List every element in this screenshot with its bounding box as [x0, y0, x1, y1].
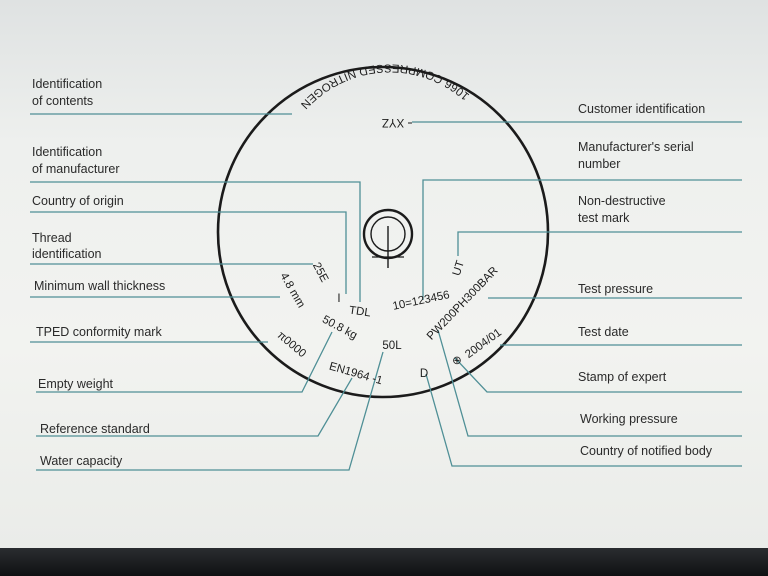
marking-capacity: 50L — [382, 340, 402, 352]
label-thread-identification: Thread identification — [32, 231, 102, 261]
label-reference-standard: Reference standard — [40, 422, 150, 436]
label-identification-contents: Identification of contents — [32, 77, 106, 108]
label-working-pressure: Working pressure — [580, 412, 678, 426]
cylinder-marking-diagram: Identification of contents Identificatio… — [30, 61, 742, 471]
leader-country-origin — [30, 211, 347, 294]
leader-lines — [30, 113, 742, 471]
marking-manufacturer: TDL — [348, 305, 372, 320]
label-tped-mark: TPED conformity mark — [36, 325, 162, 339]
leader-stamp-expert — [454, 357, 742, 393]
monitor-bezel — [0, 548, 768, 576]
marking-standard: EN1964 -1 — [328, 361, 384, 388]
leader-identification-manufacturer — [30, 181, 361, 302]
marking-weight: 50.8 kg — [320, 314, 359, 342]
label-country-origin: Country of origin — [32, 194, 124, 208]
label-test-pressure: Test pressure — [578, 282, 653, 296]
label-empty-weight: Empty weight — [38, 377, 114, 391]
marking-tped: π0000 — [275, 329, 308, 360]
marking-ndt: UT — [451, 259, 467, 277]
marking-contents: 1066 COMPRESSED NITROGEN — [298, 61, 472, 111]
leader-empty-weight — [36, 331, 333, 393]
valve-opening — [362, 208, 414, 268]
label-customer-identification: Customer identification — [578, 102, 705, 116]
leader-country-notified-body — [425, 373, 742, 467]
left-labels: Identification of contents Identificatio… — [32, 77, 165, 468]
leader-reference-standard — [36, 377, 353, 437]
leader-ndt-mark — [457, 231, 742, 256]
marking-stamp: ⊕ — [452, 355, 462, 367]
marking-date: 2004/01 — [463, 327, 504, 361]
label-serial-number: Manufacturer's serial number — [578, 140, 697, 171]
label-wall-thickness: Minimum wall thickness — [34, 279, 165, 293]
label-identification-manufacturer: Identification of manufacturer — [32, 145, 120, 176]
label-stamp-expert: Stamp of expert — [578, 370, 667, 384]
marking-serial: 10=123456 — [392, 289, 451, 313]
marking-thread: 25E — [310, 261, 330, 285]
leader-serial-number — [422, 179, 742, 300]
marking-country: D — [420, 368, 428, 380]
marking-origin: I — [337, 293, 340, 305]
leader-water-capacity — [36, 351, 384, 471]
label-country-notified-body: Country of notified body — [580, 444, 713, 458]
leader-working-pressure — [437, 329, 742, 437]
label-water-capacity: Water capacity — [40, 454, 123, 468]
label-test-date: Test date — [578, 325, 629, 339]
marking-customer: XYZ — [382, 116, 404, 128]
marking-wall: 4.8 mm — [277, 271, 307, 310]
label-ndt-mark: Non-destructive test mark — [578, 194, 669, 225]
right-labels: Customer identification Manufacturer's s… — [578, 102, 713, 458]
cylinder-markings: 1066 COMPRESSED NITROGEN XYZ 25E I TDL 1… — [275, 61, 504, 387]
